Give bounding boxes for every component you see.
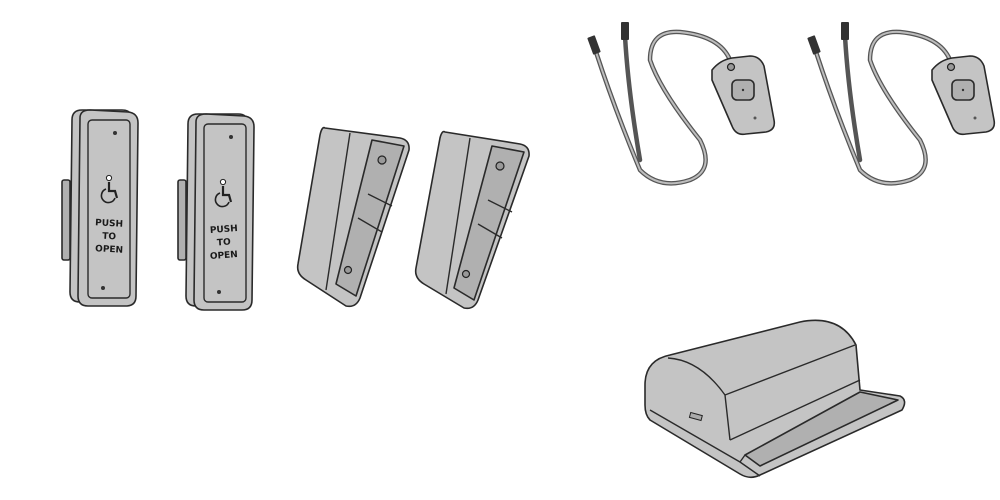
wheelchair-accessibility-icon	[214, 178, 233, 208]
hand-switch-1	[587, 22, 776, 186]
wheelchair-accessibility-icon	[100, 174, 119, 204]
push-plate-2: PUSH TO OPEN	[177, 113, 255, 311]
push-label: PUSH	[210, 224, 239, 236]
mounting-box-2	[414, 130, 530, 310]
to-label: TO	[217, 238, 232, 249]
mounting-box-1	[296, 126, 410, 308]
to-label: TO	[102, 232, 117, 243]
hand-switch-2	[807, 22, 996, 186]
threshold-base-unit	[644, 319, 906, 479]
push-label: PUSH	[95, 218, 123, 229]
open-label: OPEN	[95, 244, 123, 255]
push-plate-1: PUSH TO OPEN	[61, 109, 139, 307]
open-label: OPEN	[210, 250, 239, 262]
